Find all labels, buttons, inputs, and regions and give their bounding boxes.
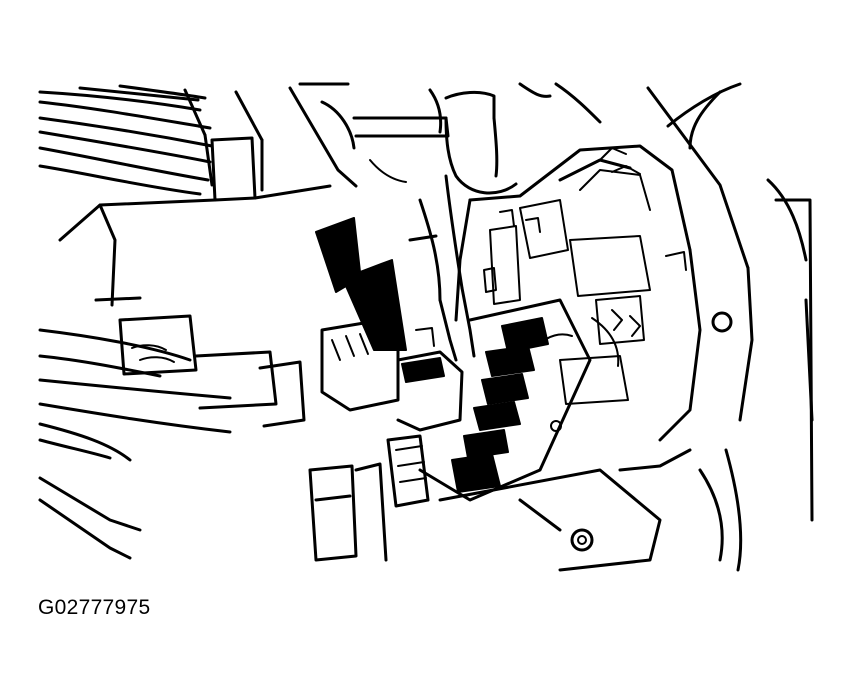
relay-box [454,144,702,442]
electrical-connector [320,320,464,508]
lower-left-panel [38,476,142,560]
center-duct [408,174,476,362]
right-strut [646,82,814,572]
left-lower-harness [38,296,306,462]
harness-clamp-block [58,136,332,307]
firewall-panel [234,82,450,192]
left-wiring-harness [38,84,214,196]
lower-bracket [308,448,724,572]
upper-hose [428,82,602,195]
figure-code-label: G02777975 [38,596,151,619]
misc-details [369,159,687,432]
callout-arrow [315,217,407,351]
